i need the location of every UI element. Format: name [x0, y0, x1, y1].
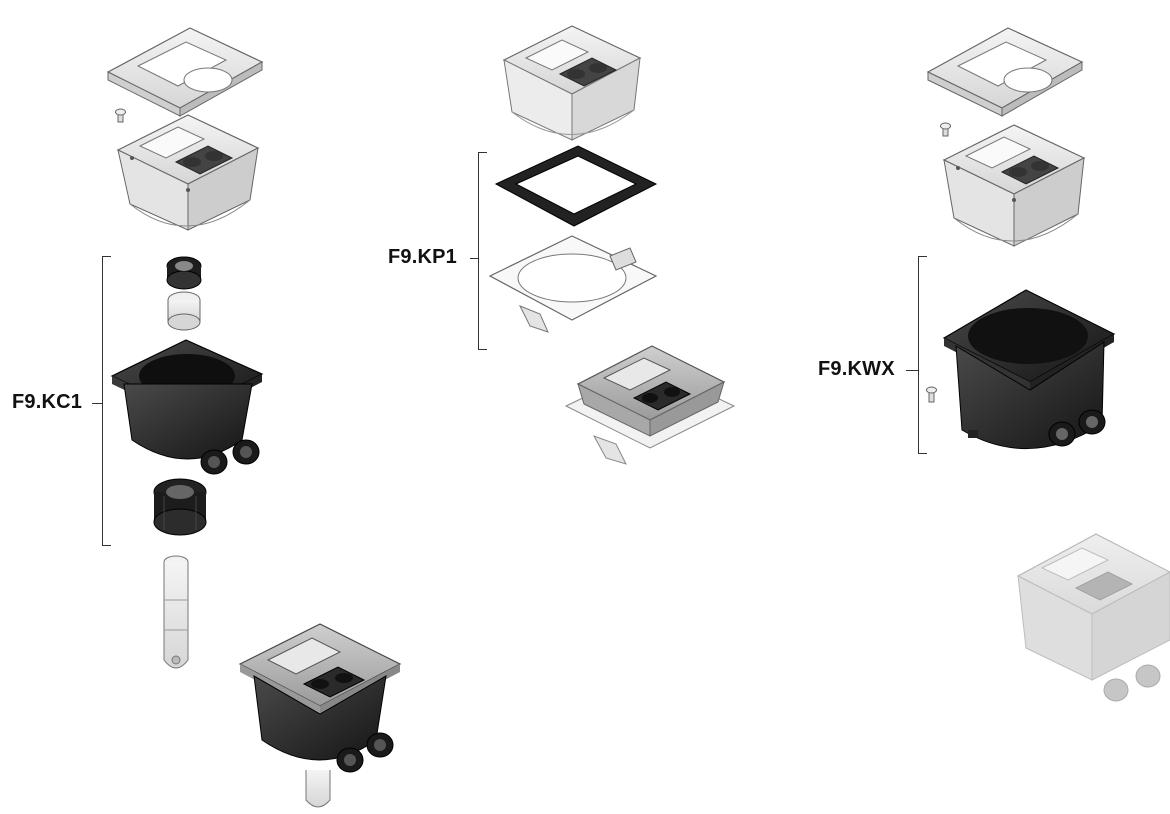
kc1-sleeve — [167, 291, 201, 331]
kp1-display-module-top — [502, 25, 642, 141]
kp1-assembled-unit — [564, 345, 736, 465]
kc1-black-housing — [110, 339, 264, 475]
kc1-pipe-fitting — [163, 555, 189, 669]
kc1-display-module — [116, 114, 260, 231]
kwx-display-module — [942, 124, 1086, 247]
kc1-union-nut — [153, 478, 207, 536]
kwx-label: F9.KWX — [818, 358, 895, 380]
kp1-bracket — [478, 152, 487, 350]
kwx-cover-frame — [926, 27, 1084, 117]
kwx-black-housing — [942, 289, 1116, 450]
kp1-label: F9.KP1 — [388, 246, 458, 268]
kc1-assembled-unit — [238, 623, 402, 808]
kp1-gasket — [494, 145, 658, 227]
kwx-assembled-unit-faded — [1016, 533, 1170, 702]
kp1-mounting-plate — [488, 235, 658, 333]
kc1-cover-frame — [106, 27, 264, 117]
kc1-label-tick — [92, 403, 102, 404]
kc1-label: F9.KC1 — [12, 391, 83, 413]
kc1-nut-ring — [166, 256, 202, 290]
kp1-label-tick — [470, 258, 478, 259]
kwx-screw-top — [940, 122, 951, 137]
kc1-screw — [115, 108, 126, 123]
kc1-bracket — [102, 256, 111, 546]
kwx-bracket — [918, 256, 927, 454]
kwx-screw-side — [926, 386, 937, 403]
kwx-label-tick — [906, 370, 918, 371]
